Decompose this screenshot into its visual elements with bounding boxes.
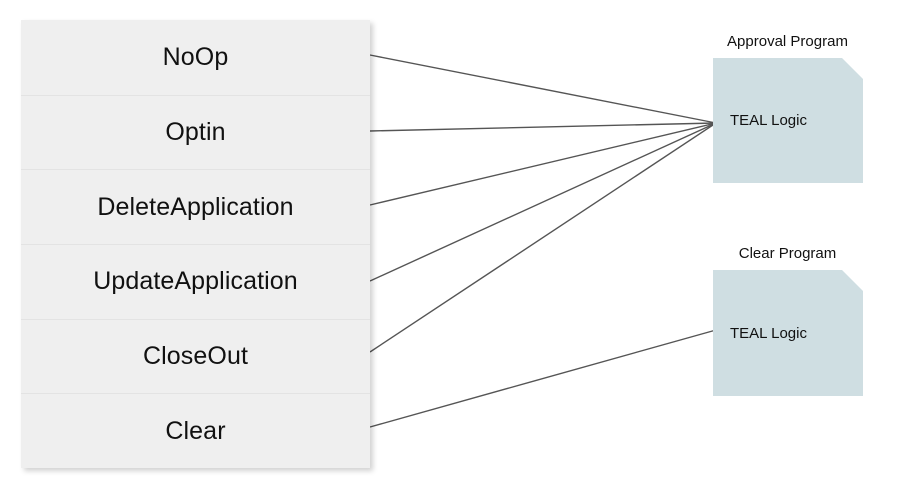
oncompletion-item-updateapplication[interactable]: UpdateApplication (21, 244, 370, 319)
oncompletion-item-label: Clear (165, 416, 226, 445)
oncompletion-item-label: UpdateApplication (93, 267, 298, 296)
oncompletion-item-label: NoOp (162, 42, 229, 71)
connector-noop-to-approval-program (369, 54, 717, 124)
oncompletion-item-label: CloseOut (142, 341, 248, 370)
approval-program-body-label: TEAL Logic (730, 112, 807, 129)
oncompletion-item-label: Optin (165, 117, 226, 146)
clear-program-node[interactable]: Clear Program TEAL Logic (700, 243, 875, 403)
connector-clear-to-clear-program (369, 329, 717, 428)
clear-program-title: Clear Program (738, 245, 837, 262)
approval-program-shape (713, 58, 863, 183)
connector-closeout-to-approval-program (369, 122, 717, 353)
approval-program-node[interactable]: Approval Program TEAL Logic (700, 30, 875, 190)
oncompletion-item-label: DeleteApplication (97, 192, 294, 221)
oncompletion-item-noop[interactable]: NoOp (21, 20, 370, 95)
connector-updateapplication-to-approval-program (369, 122, 717, 282)
oncompletion-item-deleteapplication[interactable]: DeleteApplication (21, 169, 370, 244)
connector-optin-to-approval-program (369, 122, 717, 132)
connector-deleteapplication-to-approval-program (369, 122, 717, 206)
clear-program-body-label: TEAL Logic (730, 325, 807, 342)
approval-program-title: Approval Program (727, 33, 848, 50)
oncompletion-item-clear[interactable]: Clear (21, 393, 370, 468)
oncompletion-item-closeout[interactable]: CloseOut (21, 318, 370, 394)
oncompletion-item-optin[interactable]: Optin (21, 94, 370, 170)
clear-program-shape (713, 270, 863, 396)
